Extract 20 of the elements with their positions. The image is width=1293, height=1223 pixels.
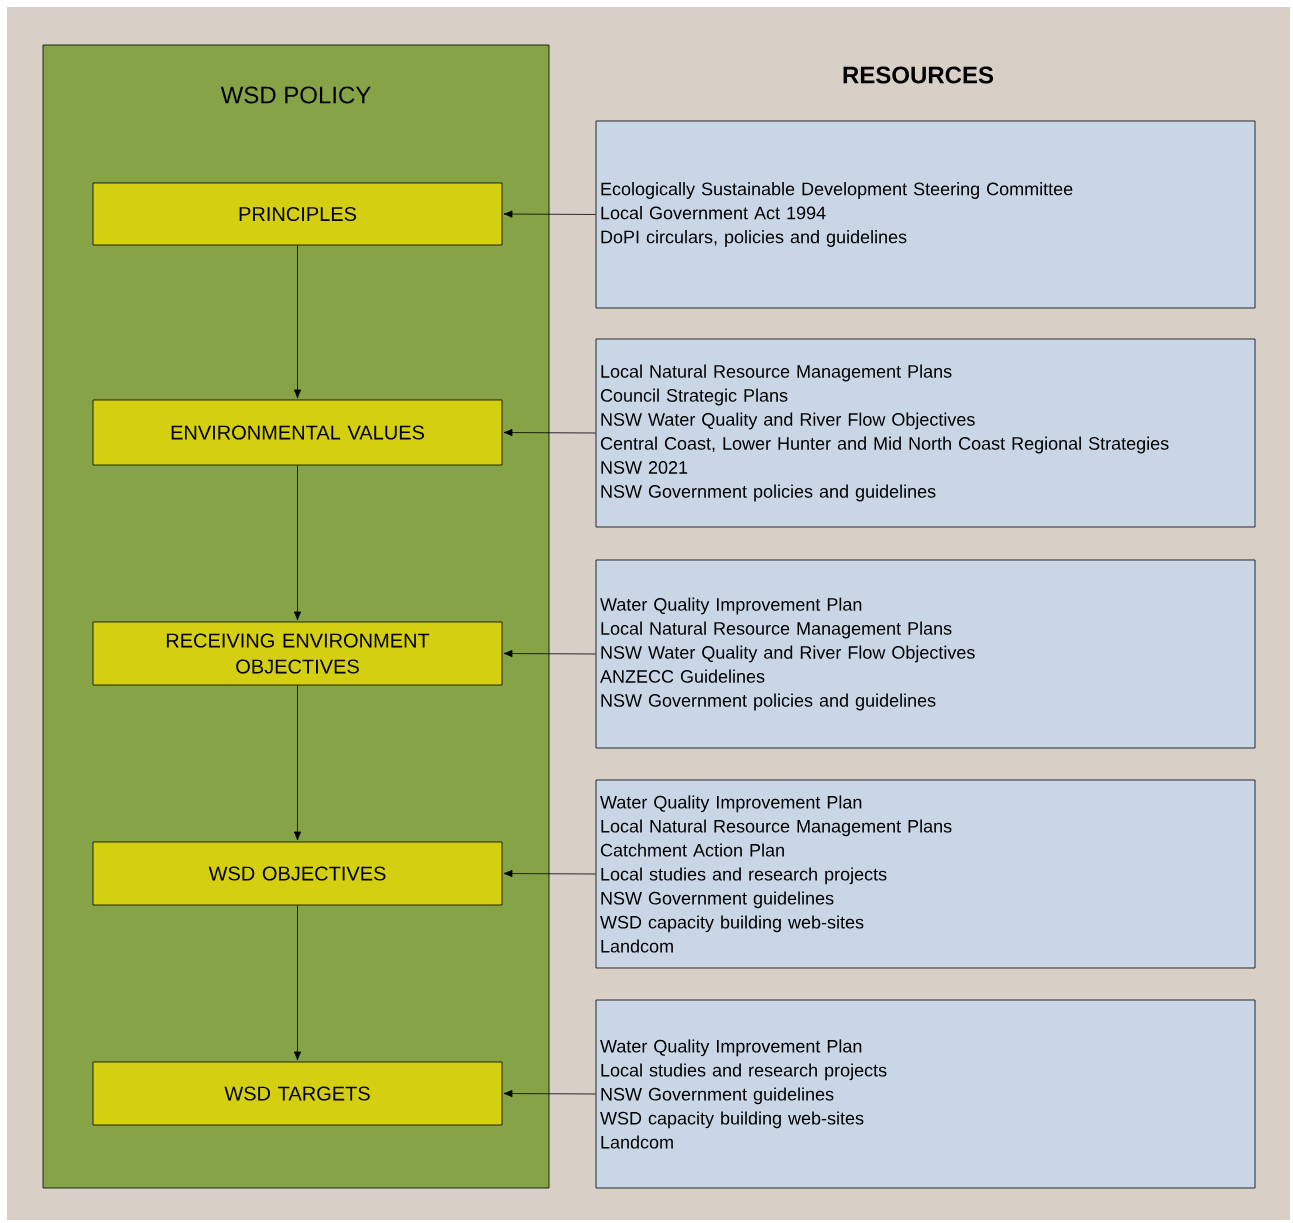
arrow (503, 428, 596, 437)
resource-box: Water Quality Improvement Plan Local Natural Resource Management Plans NSW Water Quality and River Flow Objectives ANZECC Guidelines NSW Government policies and guidelines (595, 559, 1256, 749)
resource-box: Ecologically Sustainable Development Steering Committee Local Government Act 1994 DoPI circulars, policies and guidelines (595, 120, 1256, 309)
arrow (503, 649, 596, 658)
arrow (293, 465, 302, 621)
process-box: ENVIRONMENTAL VALUES (92, 399, 503, 466)
process-box: RECEIVING ENVIRONMENT OBJECTIVES (92, 621, 503, 686)
arrow (503, 869, 596, 878)
resource-box: Local Natural Resource Management Plans Council Strategic Plans NSW Water Quality and River Flow Objectives Central Coast, Lower Hunter and Mid North Coast Regional Strategies NSW 2021 NSW Government policies and guidelines (595, 338, 1256, 528)
arrow (503, 1089, 596, 1098)
process-box: WSD TARGETS (92, 1061, 503, 1126)
resource-box: Water Quality Improvement Plan Local Natural Resource Management Plans Catchment Action Plan Local studies and research projects NSW Government guidelines WSD capacity building web-sites Landcom (595, 779, 1256, 969)
process-box: WSD OBJECTIVES (92, 841, 503, 906)
arrow (293, 245, 302, 399)
resource-box: Water Quality Improvement Plan Local studies and research projects NSW Government guidelines WSD capacity building web-sites Landcom (595, 999, 1256, 1189)
arrow (293, 685, 302, 841)
arrow (293, 905, 302, 1061)
process-box: PRINCIPLES (92, 182, 503, 246)
arrow (503, 210, 596, 218)
heading: RESOURCES (843, 66, 994, 84)
